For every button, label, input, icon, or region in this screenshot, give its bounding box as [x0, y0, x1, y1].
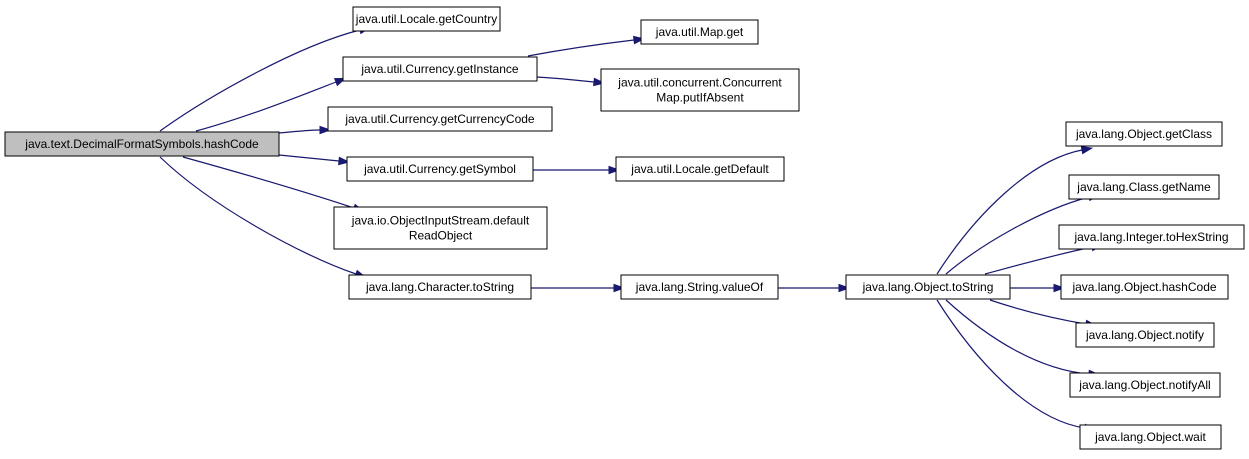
node-box [1079, 424, 1222, 450]
node-box [1058, 224, 1245, 250]
node-currencyGetInstance[interactable]: java.util.Currency.getInstance [342, 56, 538, 82]
node-localeGetDefault[interactable]: java.util.Locale.getDefault [615, 156, 785, 182]
edge-currencyGetSymbol-to-localeGetDefault [533, 165, 621, 175]
node-label: java.io.ObjectInputStream.default [351, 214, 530, 228]
node-label: java.lang.Object.wait [1094, 430, 1206, 444]
edge-currencyGetInstance-to-concurrentMapPutIfAbsent [536, 76, 606, 87]
node-characterToString[interactable]: java.lang.Character.toString [348, 274, 532, 300]
node-label: java.util.Locale.getCountry [355, 12, 497, 26]
edge-characterToString-to-stringValueOf [531, 283, 626, 293]
edge-currencyGetInstance-to-mapGet [527, 35, 646, 57]
edge-objectToString-to-objectGetClass [936, 145, 1094, 275]
node-objectGetClass[interactable]: java.lang.Object.getClass [1065, 121, 1223, 147]
edge-objectToString-to-objectWait [936, 299, 1097, 433]
node-box [333, 206, 548, 250]
node-localeGetCountry[interactable]: java.util.Locale.getCountry [352, 6, 501, 32]
node-label: java.lang.Object.hashCode [1071, 280, 1216, 294]
arrowhead [613, 283, 626, 293]
node-box [4, 131, 280, 157]
node-objectHashCode[interactable]: java.lang.Object.hashCode [1060, 274, 1229, 300]
node-box [620, 274, 779, 300]
node-integerToHexString[interactable]: java.lang.Integer.toHexString [1058, 224, 1245, 250]
edge-line [278, 154, 340, 162]
edge-line [936, 299, 1086, 429]
edge-objectToString-to-objectHashCode [1010, 283, 1066, 293]
node-box [1065, 121, 1223, 147]
arrowhead [608, 165, 621, 175]
arrowhead [338, 156, 351, 166]
arrowhead [593, 77, 606, 87]
node-label: java.lang.Object.notify [1085, 328, 1204, 342]
node-box [1069, 372, 1221, 398]
node-label: java.util.Currency.getCurrencyCode [344, 112, 535, 126]
node-box [640, 19, 759, 45]
node-label: java.text.DecimalFormatSymbols.hashCode [24, 137, 259, 151]
node-box [1060, 274, 1229, 300]
node-label: java.lang.Object.getClass [1075, 127, 1212, 141]
node-label: ReadObject [409, 229, 473, 243]
node-box [348, 274, 532, 300]
edge-line [936, 149, 1083, 275]
node-label: java.lang.Character.toString [365, 280, 514, 294]
node-stringValueOf[interactable]: java.lang.String.valueOf [620, 274, 779, 300]
arrowhead [632, 35, 646, 45]
node-objectInputStreamDefaultReadObject[interactable]: java.io.ObjectInputStream.defaultReadObj… [333, 206, 548, 250]
edge-line [984, 246, 1093, 275]
edge-line [182, 156, 355, 209]
node-label: java.util.concurrent.Concurrent [617, 76, 782, 90]
node-box [346, 156, 534, 182]
node-objectNotify[interactable]: java.lang.Object.notify [1075, 322, 1215, 348]
node-concurrentMapPutIfAbsent[interactable]: java.util.concurrent.ConcurrentMap.putIf… [600, 68, 800, 112]
node-box [342, 56, 538, 82]
arrowhead [319, 125, 332, 135]
node-box [615, 156, 785, 182]
node-label: java.util.Currency.getInstance [360, 62, 519, 76]
edge-root-to-currencyGetSymbol [278, 154, 351, 166]
node-objectWait[interactable]: java.lang.Object.wait [1079, 424, 1222, 450]
edge-stringValueOf-to-objectToString [778, 283, 851, 293]
node-box [845, 274, 1011, 300]
arrowhead [1053, 283, 1066, 293]
node-box [352, 6, 501, 32]
node-label: Map.putIfAbsent [656, 91, 744, 105]
node-label: java.lang.String.valueOf [635, 280, 764, 294]
edge-root-to-currencyGetCurrencyCode [278, 125, 332, 135]
node-label: java.lang.Object.toString [862, 280, 994, 294]
edge-line [195, 81, 337, 132]
edge-line [159, 29, 361, 132]
node-mapGet[interactable]: java.util.Map.get [640, 19, 759, 45]
edge-root-to-currencyGetInstance [195, 77, 347, 132]
node-label: java.lang.Integer.toHexString [1073, 230, 1228, 244]
node-box [327, 106, 553, 132]
node-label: java.util.Map.get [655, 25, 744, 39]
edge-line [536, 76, 595, 83]
node-box [1068, 174, 1220, 200]
node-classGetName[interactable]: java.lang.Class.getName [1068, 174, 1220, 200]
edge-line [945, 196, 1090, 275]
node-objectToString[interactable]: java.lang.Object.toString [845, 274, 1011, 300]
node-currencyGetSymbol[interactable]: java.util.Currency.getSymbol [346, 156, 534, 182]
node-currencyGetCurrencyCode[interactable]: java.util.Currency.getCurrencyCode [327, 106, 553, 132]
node-label: java.lang.Class.getName [1076, 180, 1211, 194]
arrowhead [1080, 145, 1094, 155]
edge-line [159, 156, 357, 275]
edge-line [989, 299, 1087, 325]
node-label: java.util.Currency.getSymbol [363, 162, 516, 176]
arrowhead [838, 283, 851, 293]
node-label: java.lang.Object.notifyAll [1078, 378, 1210, 392]
edge-root-to-objectInputStreamDefaultReadObject [182, 156, 365, 212]
node-objectNotifyAll[interactable]: java.lang.Object.notifyAll [1069, 372, 1221, 398]
node-label: java.util.Locale.getDefault [630, 162, 769, 176]
edge-line [278, 129, 321, 134]
nodes-layer: java.text.DecimalFormatSymbols.hashCode j… [4, 6, 1245, 450]
node-box [1075, 322, 1215, 348]
node-root[interactable]: java.text.DecimalFormatSymbols.hashCode [4, 131, 280, 157]
edge-line [945, 299, 1090, 375]
edge-line [527, 39, 635, 57]
node-box [600, 68, 800, 112]
